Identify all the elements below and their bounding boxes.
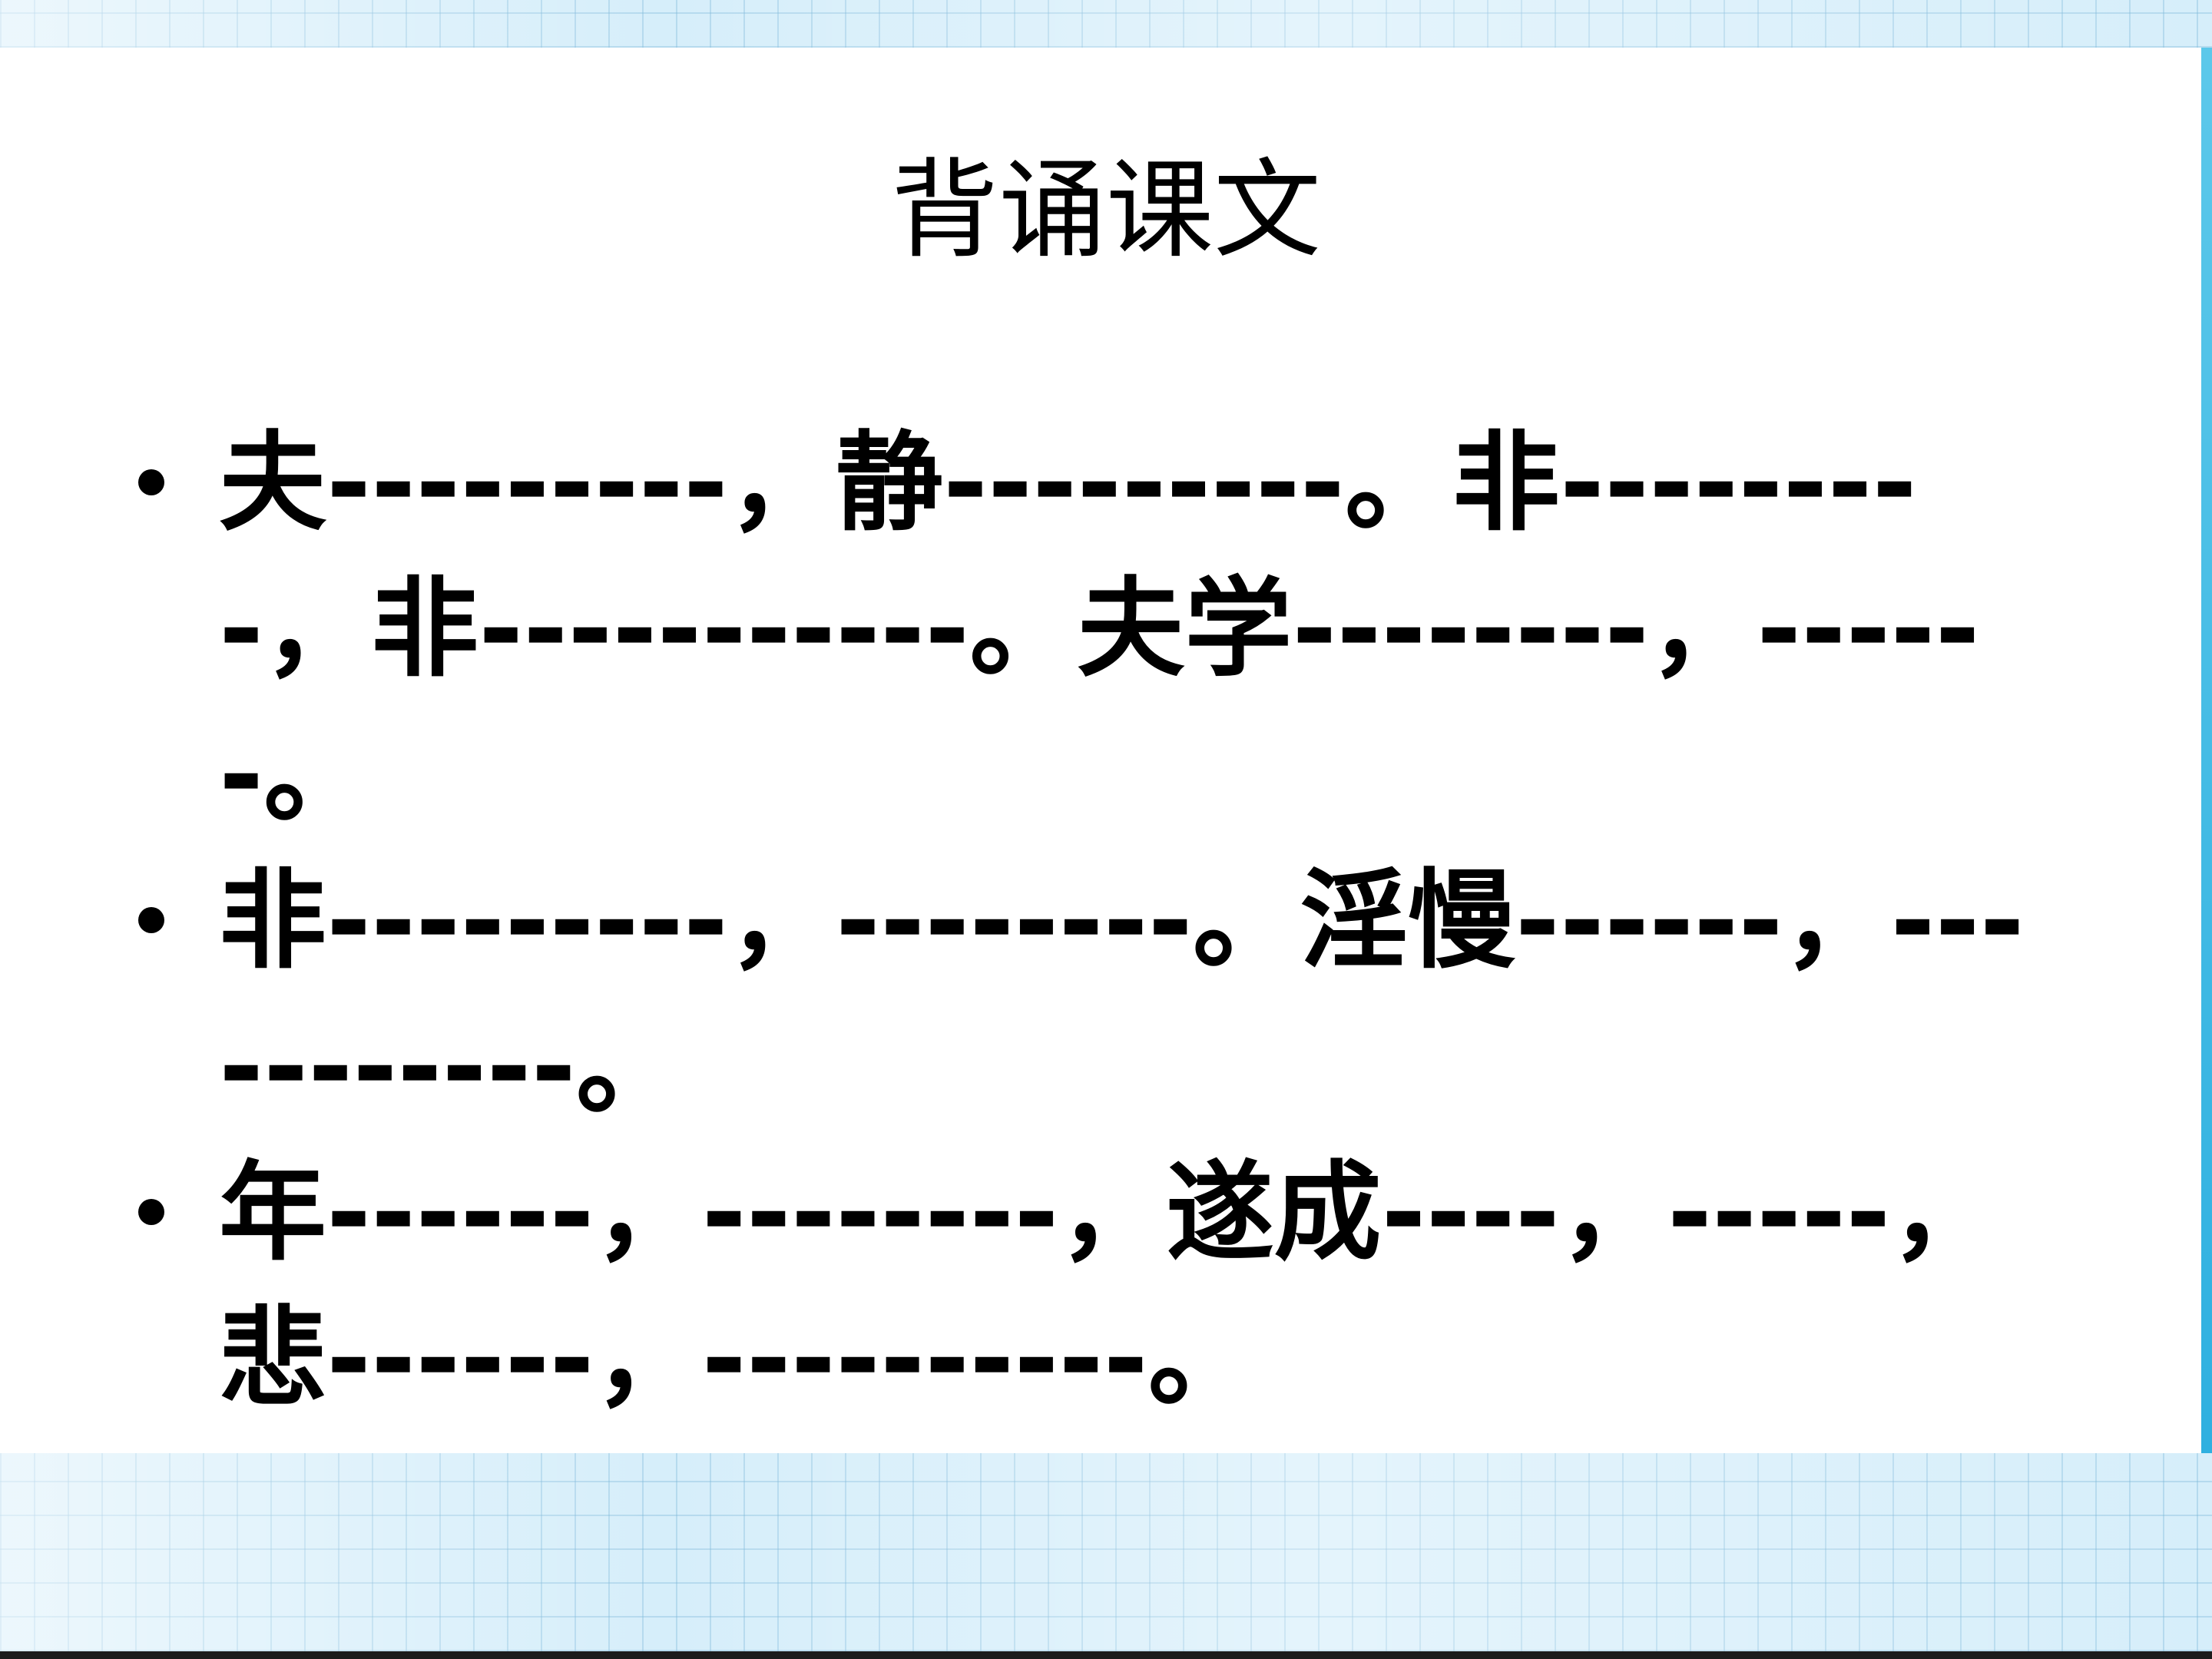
bullet-dot-icon: [138, 1199, 164, 1225]
bottom-edge: [0, 1651, 2212, 1659]
bullet-dot-icon: [138, 469, 164, 495]
bullet-dot-icon: [138, 907, 164, 933]
bullet-text-2: 非---------，--------。淫慢------，-----------…: [219, 859, 2025, 1130]
right-accent-bar: [2201, 48, 2212, 1453]
top-grid-band: [0, 0, 2212, 48]
bullet-item-3: 年------，--------，遂成----，-----，悲------，--…: [131, 1141, 2066, 1432]
bullet-item-1: 夫---------，静---------。非---------，非------…: [131, 411, 2066, 849]
bottom-grid-band: [0, 1453, 2212, 1651]
slide-title: 背诵课文: [890, 148, 1321, 273]
bullet-text-3: 年------，--------，遂成----，-----，悲------，--…: [219, 1151, 1998, 1422]
bullet-item-2: 非---------，--------。淫慢------，-----------…: [131, 849, 2066, 1141]
bullet-text-1: 夫---------，静---------。非---------，非------…: [219, 421, 1980, 838]
bullet-list: 夫---------，静---------。非---------，非------…: [131, 411, 2066, 1432]
